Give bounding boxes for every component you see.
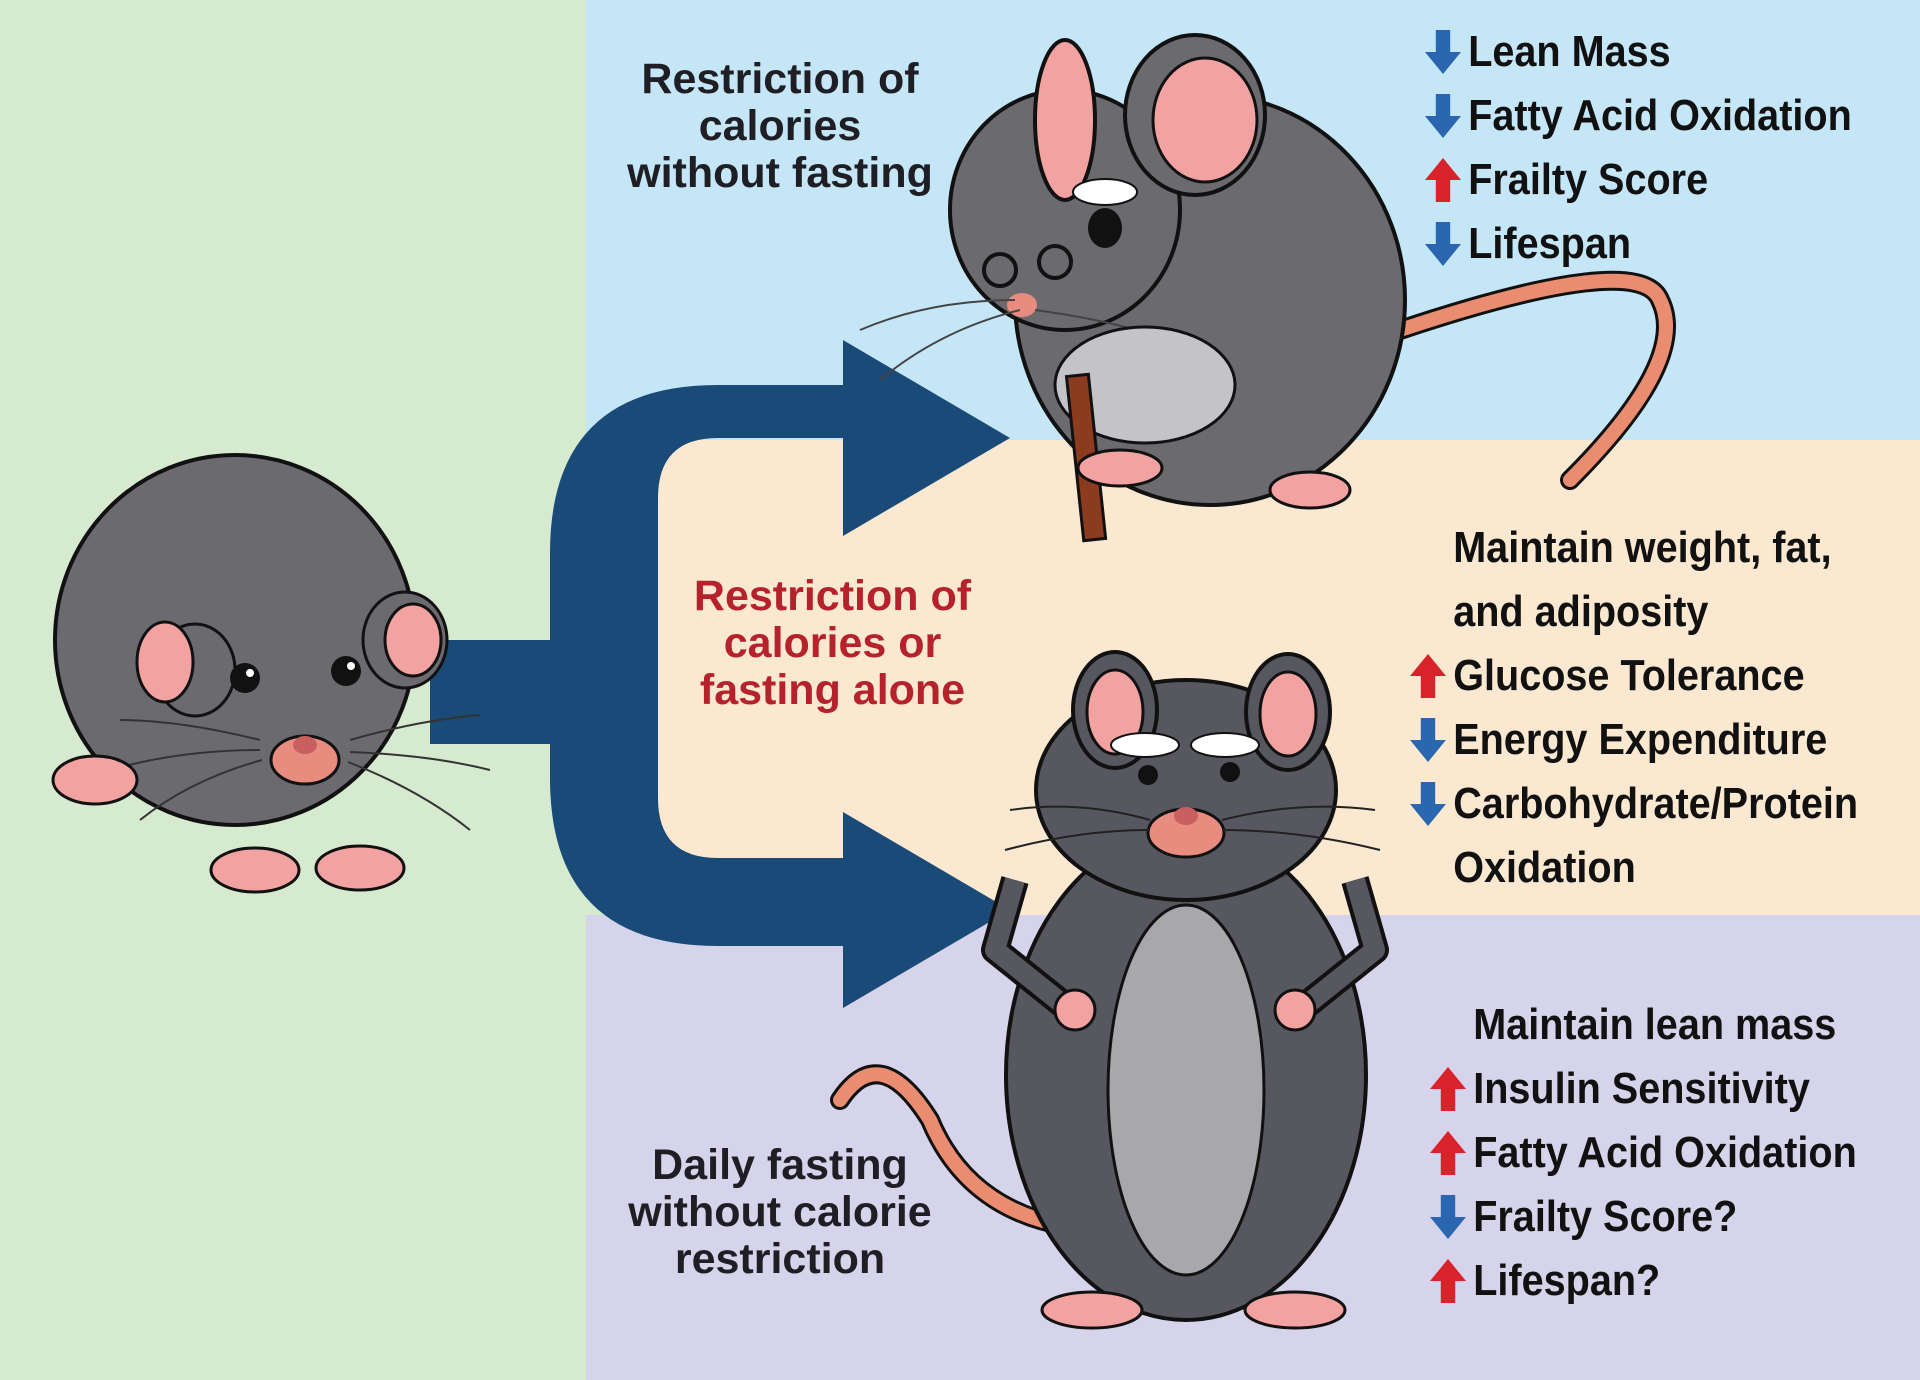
arrow-head-bottom [843, 812, 1010, 1008]
top-effect-item: Lean Mass [1425, 20, 1866, 84]
bottom-effect-text: Maintain lean mass [1473, 1000, 1837, 1049]
down-arrow-icon [1430, 1195, 1466, 1239]
top-effect-text: Lean Mass [1468, 27, 1671, 76]
middle-condition-line-1: Restriction of [693, 572, 972, 620]
down-arrow-icon [1425, 30, 1461, 74]
bottom-effect-item: Frailty Score? [1430, 1185, 1867, 1249]
middle-condition-line-2: calories or [723, 619, 942, 667]
middle-effect-item: Oxidation [1410, 836, 1865, 900]
middle-effect-item: Maintain weight, fat, [1410, 516, 1865, 580]
confident-mouse-icon [830, 650, 1389, 1330]
top-effect-text: Fatty Acid Oxidation [1468, 91, 1852, 140]
up-arrow-icon [1430, 1131, 1466, 1175]
down-arrow-icon [1425, 94, 1461, 138]
bottom-effect-text: Lifespan? [1473, 1256, 1661, 1305]
middle-effect-item: Energy Expenditure [1410, 708, 1865, 772]
top-effect-item: Fatty Acid Oxidation [1425, 84, 1866, 148]
middle-effect-item: and adiposity [1410, 580, 1865, 644]
middle-panel-left-notch [658, 495, 718, 855]
middle-effect-text: and adiposity [1453, 587, 1709, 636]
bottom-condition-line-1: Daily fasting [652, 1141, 908, 1189]
top-effect-text: Frailty Score [1468, 155, 1709, 204]
middle-effect-text: Energy Expenditure [1453, 715, 1828, 764]
bottom-effect-text: Fatty Acid Oxidation [1473, 1128, 1857, 1177]
bottom-effect-item: Maintain lean mass [1430, 993, 1867, 1057]
top-effect-item: Frailty Score [1425, 148, 1866, 212]
up-arrow-icon [1430, 1067, 1466, 1111]
bottom-condition-label: Daily fasting without calorie restrictio… [590, 1142, 970, 1283]
down-arrow-icon [1410, 718, 1446, 762]
top-condition-line-3: without fasting [627, 149, 933, 197]
middle-condition-label: Restriction of calories or fasting alone [665, 573, 1000, 714]
middle-effect-text: Glucose Tolerance [1453, 651, 1805, 700]
bottom-condition-line-3: restriction [674, 1235, 886, 1283]
up-arrow-icon [1425, 158, 1461, 202]
elderly-mouse-with-cane-icon [859, 33, 1676, 543]
top-effect-item: Lifespan [1425, 212, 1866, 276]
middle-effect-text: Carbohydrate/Protein [1453, 779, 1859, 828]
bottom-effect-text: Insulin Sensitivity [1473, 1064, 1810, 1113]
top-effect-text: Lifespan [1468, 219, 1632, 268]
down-arrow-icon [1425, 222, 1461, 266]
up-arrow-icon [1430, 1259, 1466, 1303]
bottom-effect-item: Insulin Sensitivity [1430, 1057, 1867, 1121]
split-connector [550, 385, 845, 946]
bottom-condition-line-2: without calorie [628, 1188, 932, 1236]
top-condition-line-1: Restriction of [641, 55, 919, 103]
bottom-effect-text: Frailty Score? [1473, 1192, 1738, 1241]
bottom-effect-item: Lifespan? [1430, 1249, 1867, 1313]
middle-effect-item: Carbohydrate/Protein [1410, 772, 1865, 836]
down-arrow-icon [1410, 782, 1446, 826]
middle-effect-text: Maintain weight, fat, [1453, 523, 1832, 572]
connector-bar [430, 640, 550, 744]
flow-arrows [430, 340, 1010, 1008]
top-condition-label: Restriction of calories without fasting [590, 56, 970, 197]
bottom-effect-item: Fatty Acid Oxidation [1430, 1121, 1867, 1185]
middle-effect-item: Glucose Tolerance [1410, 644, 1865, 708]
arrow-head-top [843, 340, 1010, 536]
up-arrow-icon [1410, 654, 1446, 698]
middle-effect-text: Oxidation [1453, 843, 1636, 892]
mouse-icon [51, 453, 491, 894]
middle-condition-line-3: fasting alone [699, 666, 966, 714]
top-condition-line-2: calories [698, 102, 862, 150]
